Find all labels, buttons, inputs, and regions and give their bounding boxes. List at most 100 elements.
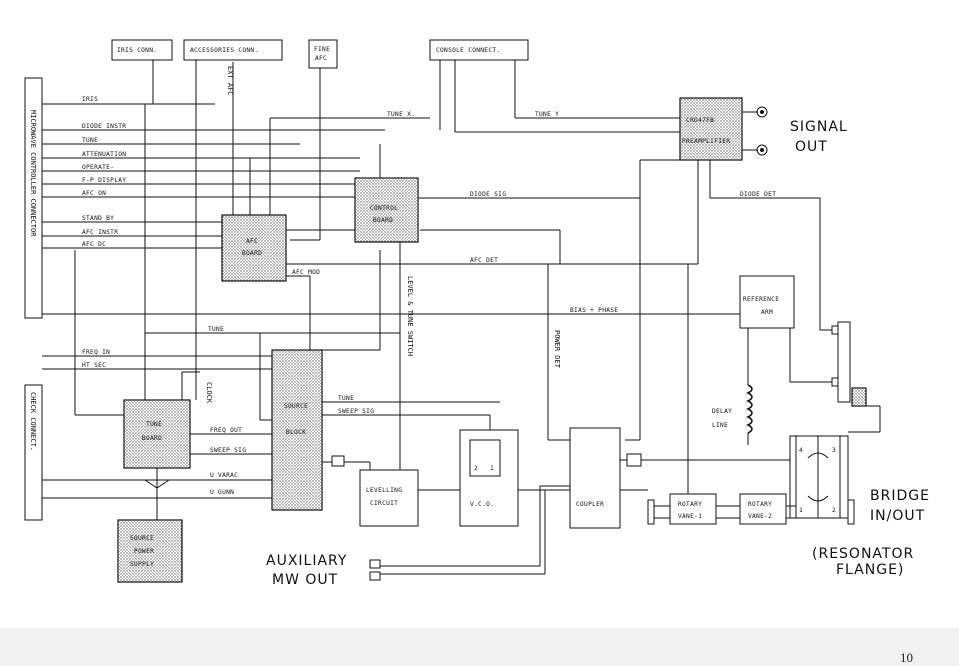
svg-text:DIODE DET: DIODE DET xyxy=(740,191,776,198)
resonator-bridge: 4 3 1 2 xyxy=(789,435,855,525)
svg-text:CIRCUIT: CIRCUIT xyxy=(370,500,398,507)
resonator-label: (RESONATOR FLANGE) xyxy=(812,546,914,578)
svg-text:TUNE: TUNE xyxy=(208,326,224,333)
svg-text:BOARD: BOARD xyxy=(373,217,393,224)
svg-text:IN/OUT: IN/OUT xyxy=(870,508,925,524)
svg-text:ATTENUATION: ATTENUATION xyxy=(82,151,126,158)
level-tune-switch: LEVEL & TUNE SWITCH xyxy=(399,242,414,470)
svg-text:BOARD: BOARD xyxy=(142,435,162,442)
svg-text:FREQ OUT: FREQ OUT xyxy=(210,427,242,434)
svg-text:IRIS CONN.: IRIS CONN. xyxy=(117,47,157,54)
svg-text:AFC MOD: AFC MOD xyxy=(292,269,320,276)
svg-text:DIODE SIG: DIODE SIG xyxy=(470,191,506,198)
right-hardware xyxy=(831,321,881,433)
signal-out-label: SIGNAL OUT xyxy=(790,119,848,155)
svg-text:POWER: POWER xyxy=(134,548,154,555)
svg-text:TUNE Y: TUNE Y xyxy=(535,111,559,118)
svg-text:ACCESSORIES CONN.: ACCESSORIES CONN. xyxy=(190,47,258,54)
source-block: SOURCE BLOCK TUNE SWEEP SIG TUNE xyxy=(145,326,500,511)
svg-text:SWEEP SIG: SWEEP SIG xyxy=(338,408,374,415)
check-connect-connector: CHECK CONNECT. xyxy=(24,384,43,521)
rotary-vane-1: ROTARY VANE-1 xyxy=(647,264,717,525)
tune-board-block: TUNE BOARD FREQ OUT SWEEP SIG U VARAC U … xyxy=(123,104,272,520)
control-board-block: CONTROL BOARD DIODE SIG DIODE DET xyxy=(354,159,838,331)
svg-text:TUNE X.: TUNE X. xyxy=(387,111,415,118)
vco-block: 2 1 V.C.O. xyxy=(459,429,570,527)
svg-text:V.C.O.: V.C.O. xyxy=(470,501,494,508)
svg-text:AFC: AFC xyxy=(315,55,327,62)
reference-arm-block: BIAS + PHASE REFERENCE ARM xyxy=(570,275,833,385)
svg-text:REFERENCE: REFERENCE xyxy=(743,296,779,303)
svg-text:EXT AFC: EXT AFC xyxy=(226,66,234,96)
svg-text:2: 2 xyxy=(832,507,836,514)
page-number: 10 xyxy=(900,650,913,665)
fine-afc-box: FINE AFC xyxy=(308,39,338,69)
svg-text:AUXILIARY: AUXILIARY xyxy=(266,553,347,569)
svg-text:TUNE: TUNE xyxy=(146,421,162,428)
svg-text:3: 3 xyxy=(832,447,836,454)
svg-text:SOURCE: SOURCE xyxy=(130,535,154,542)
rotary-vane-2: ROTARY VANE-2 xyxy=(716,493,796,525)
svg-text:VANE-2: VANE-2 xyxy=(748,513,772,520)
svg-text:F-P DISPLAY: F-P DISPLAY xyxy=(82,177,126,184)
svg-text:CLOCK: CLOCK xyxy=(205,382,213,404)
svg-text:LINE: LINE xyxy=(712,422,728,429)
svg-text:PREAMPLIFIER: PREAMPLIFIER xyxy=(682,138,730,145)
svg-text:MW OUT: MW OUT xyxy=(272,572,338,588)
svg-text:FLANGE): FLANGE) xyxy=(836,562,904,578)
svg-text:CONTROL: CONTROL xyxy=(370,205,398,212)
svg-text:(RESONATOR: (RESONATOR xyxy=(812,546,914,562)
svg-text:ROTARY: ROTARY xyxy=(748,501,772,508)
svg-text:FINE: FINE xyxy=(314,46,330,53)
microwave-controller-connector: MICROWAVE CONTROLLER CONNECTOR xyxy=(24,77,43,319)
svg-text:TUNE: TUNE xyxy=(82,137,98,144)
iris-conn-box: IRIS CONN. xyxy=(111,39,173,61)
svg-text:STAND BY: STAND BY xyxy=(82,215,114,222)
svg-text:OUT: OUT xyxy=(795,139,828,155)
accessories-conn-box: ACCESSORIES CONN. xyxy=(183,39,283,61)
svg-text:BOARD: BOARD xyxy=(242,250,262,257)
svg-text:LEVEL & TUNE SWITCH: LEVEL & TUNE SWITCH xyxy=(406,276,414,356)
svg-text:BIAS + PHASE: BIAS + PHASE xyxy=(570,307,618,314)
svg-text:ROTARY: ROTARY xyxy=(678,501,702,508)
misc-lines xyxy=(322,198,641,441)
svg-text:U VARAC: U VARAC xyxy=(210,472,238,479)
delay-line: DELAY LINE xyxy=(712,384,753,445)
coupler-block: COUPLER xyxy=(380,427,790,575)
svg-text:VANE-1: VANE-1 xyxy=(678,513,702,520)
svg-text:BLOCK: BLOCK xyxy=(286,429,306,436)
page-footer-band xyxy=(0,628,959,666)
bridge-label: BRIDGE IN/OUT xyxy=(870,488,930,524)
svg-text:2: 2 xyxy=(474,465,478,472)
svg-text:BRIDGE: BRIDGE xyxy=(870,488,930,504)
svg-text:1: 1 xyxy=(799,507,803,514)
levelling-circuit-block: LEVELLING CIRCUIT xyxy=(359,469,460,527)
microwave-controller-label: MICROWAVE CONTROLLER CONNECTOR xyxy=(29,110,37,237)
svg-text:COUPLER: COUPLER xyxy=(576,501,604,508)
preamplifier-block: CRO47FB PREAMPLIFIER xyxy=(679,97,768,161)
svg-text:DELAY: DELAY xyxy=(712,408,732,415)
source-power-supply-block: SOURCE POWER SUPPLY xyxy=(117,519,183,583)
svg-text:CONSOLE CONNECT.: CONSOLE CONNECT. xyxy=(436,47,500,54)
svg-text:POWER DET: POWER DET xyxy=(553,330,561,369)
afc-board-block: AFC BOARD AFC DET AFC MOD xyxy=(221,160,699,350)
upper-routing: EXT AFC TUNE X. TUNE Y xyxy=(152,60,680,400)
svg-text:OPERATE-: OPERATE- xyxy=(82,164,114,171)
svg-text:4: 4 xyxy=(799,447,803,454)
auxiliary-mw-out: AUXILIARY MW OUT xyxy=(266,553,381,588)
left-signal-lines: IRIS DIODE INSTR TUNE ATTENUATION OPERAT… xyxy=(42,96,740,499)
svg-text:AFC ON: AFC ON xyxy=(82,190,106,197)
svg-text:IRIS: IRIS xyxy=(82,96,98,103)
svg-text:AFC INSTR: AFC INSTR xyxy=(82,229,118,236)
svg-text:AFC DET: AFC DET xyxy=(470,257,498,264)
svg-text:SOURCE: SOURCE xyxy=(284,403,308,410)
svg-text:DIODE INSTR: DIODE INSTR xyxy=(82,123,126,130)
svg-text:HT SEC: HT SEC xyxy=(82,362,106,369)
svg-text:ARM: ARM xyxy=(761,309,773,316)
block-diagram: MICROWAVE CONTROLLER CONNECTOR CHECK CON… xyxy=(24,39,930,588)
svg-text:1: 1 xyxy=(490,465,494,472)
svg-text:SIGNAL: SIGNAL xyxy=(790,119,848,135)
svg-text:SUPPLY: SUPPLY xyxy=(130,561,154,568)
svg-text:AFC DC: AFC DC xyxy=(82,241,106,248)
svg-text:CRO47FB: CRO47FB xyxy=(686,117,714,124)
